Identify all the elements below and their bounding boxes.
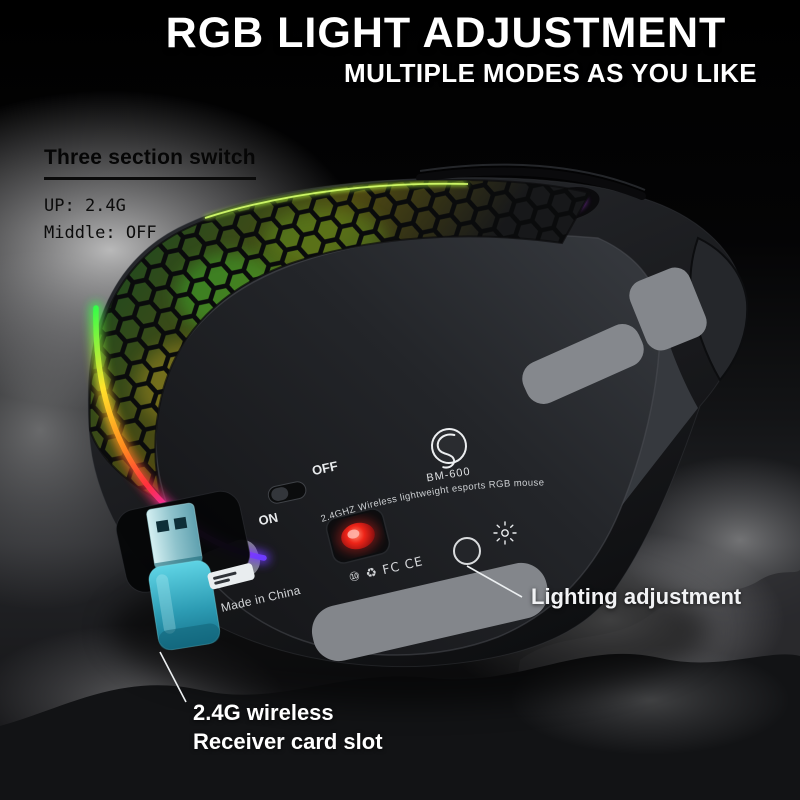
glide-pad [522, 324, 644, 404]
front-seam [416, 167, 646, 200]
switch-label-on: ON [257, 510, 279, 529]
mouse: OFF ON BM-600 2.4GHZ Wireless lightweigh… [87, 163, 749, 668]
lighting-callout: Lighting adjustment [531, 584, 742, 609]
brand-logo-icon [431, 428, 467, 469]
switch-callout-line2: Middle: OFF [44, 223, 157, 243]
optical-sensor [325, 508, 391, 564]
side-wall [620, 308, 698, 508]
page-subtitle: MULTIPLE MODES AS YOU LIKE [344, 58, 757, 88]
page-title: RGB LIGHT ADJUSTMENT [165, 9, 727, 57]
lighting-button [453, 537, 481, 565]
receiver-callout: 2.4G wireless Receiver card slot [193, 698, 383, 756]
power-switch: OFF ON [257, 458, 340, 529]
receiver-callout-line1: 2.4G wireless [193, 700, 334, 725]
front-seam-highlight [419, 163, 646, 191]
callout-line-lighting [466, 565, 523, 598]
switch-callout: Three section switch UP: 2.4G Middle: OF… [44, 146, 256, 247]
glide-pad [311, 562, 549, 662]
receiver-label [207, 563, 255, 590]
glide-pad [629, 267, 707, 351]
top-light-strip [204, 181, 469, 220]
receiver-metal [146, 502, 203, 570]
switch-callout-line1: UP: 2.4G [44, 196, 126, 216]
bottom-plate [155, 232, 661, 656]
brightness-icon [493, 521, 517, 545]
callout-line-receiver [159, 651, 187, 703]
usb-receiver [146, 502, 221, 651]
switch-callout-title: Three section switch [44, 146, 256, 180]
receiver-callout-line2: Receiver card slot [193, 729, 383, 754]
mountains [0, 530, 800, 800]
receiver-body [148, 560, 221, 651]
switch-label-off: OFF [311, 458, 340, 478]
